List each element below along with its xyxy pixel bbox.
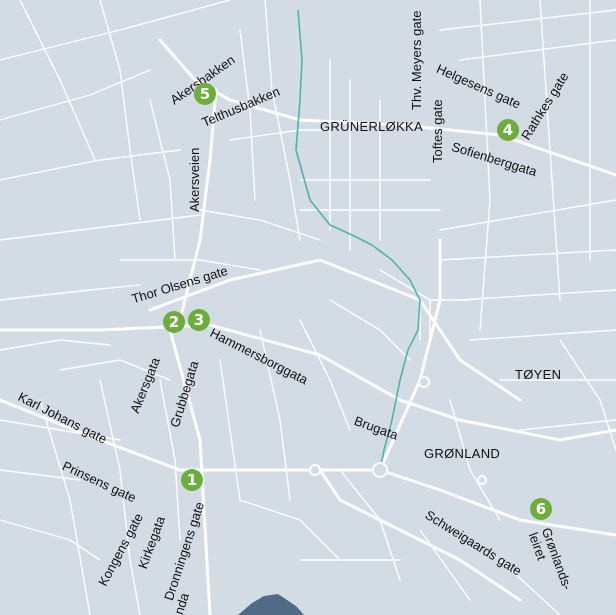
map-marker-6[interactable]: 6 bbox=[530, 498, 552, 520]
street-label-thv-meyers-gate: Thv. Meyers gate bbox=[409, 10, 424, 110]
district-label-gronland: GRØNLAND bbox=[424, 446, 501, 461]
map-marker-5[interactable]: 5 bbox=[194, 83, 216, 105]
street-label-toftes-gate: Toftes gate bbox=[430, 99, 445, 163]
map-marker-1[interactable]: 1 bbox=[181, 469, 203, 491]
district-label-grunerlokka: GRÜNERLØKKA bbox=[320, 119, 423, 134]
roundabouts bbox=[309, 376, 487, 485]
main-roads bbox=[0, 38, 616, 615]
harbour-water bbox=[238, 594, 304, 615]
river bbox=[295, 9, 421, 471]
map-marker-2[interactable]: 2 bbox=[163, 311, 185, 333]
street-label-akersveien: Akersveien bbox=[187, 147, 202, 212]
district-label-toyen: TØYEN bbox=[515, 367, 562, 382]
map-marker-4[interactable]: 4 bbox=[497, 119, 519, 141]
map-marker-3[interactable]: 3 bbox=[188, 309, 210, 331]
